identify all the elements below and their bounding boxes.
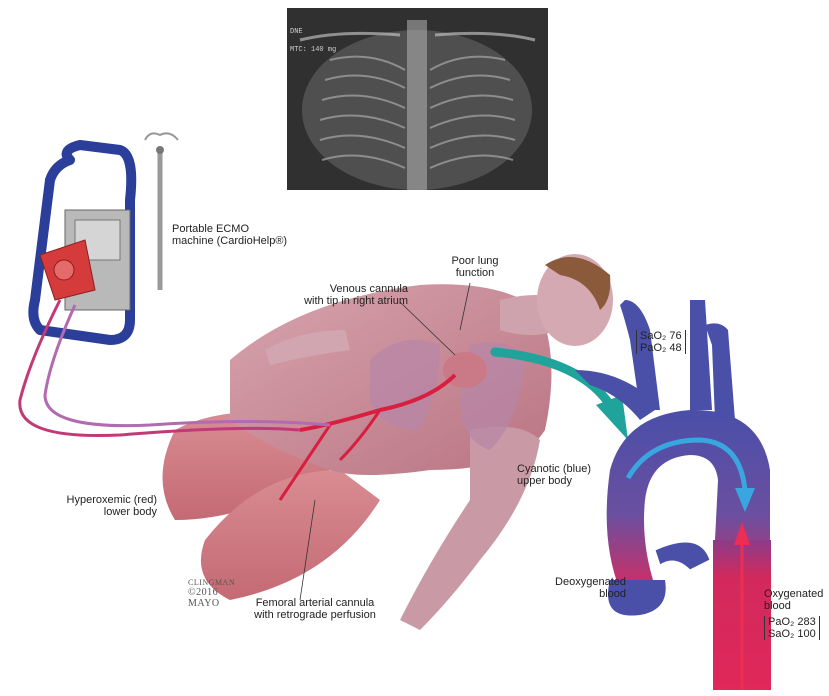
aorta-diagram <box>575 300 771 690</box>
label-hyperoxemic: Hyperoxemic (red)lower body <box>55 494 157 518</box>
label-cyanotic: Cyanotic (blue)upper body <box>517 463 591 487</box>
xray-overlay-line2: MTC: 140 mg <box>290 46 336 54</box>
chest-xray <box>287 8 548 190</box>
mayo-watermark: CLINGMAN ©2016 MAYO <box>188 578 235 609</box>
xray-overlay-line1: DNE <box>290 28 303 36</box>
patient-body <box>163 254 614 630</box>
